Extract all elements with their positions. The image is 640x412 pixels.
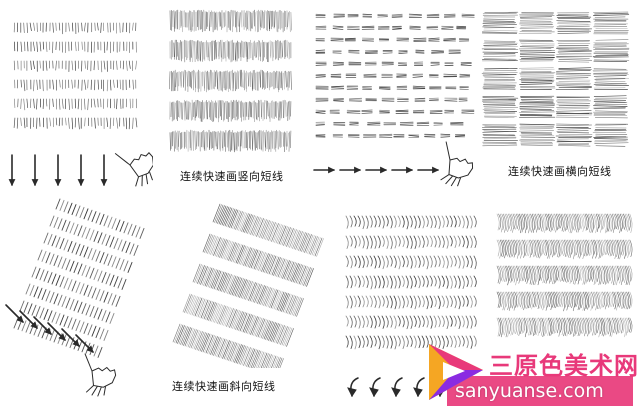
vertical-strokes-sample-dense bbox=[168, 8, 296, 160]
caption-vertical-strokes: 连续快速画竖向短线 bbox=[180, 168, 284, 184]
curved-dense-bands-drawing bbox=[495, 210, 635, 350]
horizontal-dense-bands-drawing bbox=[480, 8, 632, 160]
diagonal-strokes-sample-dense bbox=[170, 198, 330, 368]
vertical-dense-bands-drawing bbox=[168, 8, 296, 160]
diagonal-strokes-drawing bbox=[0, 193, 170, 408]
curved-strokes-sample-dense bbox=[495, 210, 635, 350]
diagonal-strokes-sample-sparse bbox=[0, 193, 170, 408]
watermark-site-url: sanyuanse.com bbox=[455, 380, 604, 402]
watermark-logo: 三原色美术网 sanyuanse.com bbox=[425, 340, 635, 408]
horizontal-strokes-sample-dense bbox=[480, 8, 632, 160]
watermark-site-name: 三原色美术网 bbox=[489, 346, 639, 381]
caption-horizontal-strokes: 连续快速画横向短线 bbox=[508, 163, 612, 179]
vertical-strokes-sample-sparse bbox=[8, 15, 153, 195]
diagonal-dense-bands-drawing bbox=[170, 198, 330, 368]
caption-diagonal-strokes: 连续快速画斜向短线 bbox=[172, 378, 276, 394]
horizontal-strokes-drawing bbox=[312, 8, 482, 188]
horizontal-strokes-sample-sparse bbox=[312, 8, 482, 188]
vertical-strokes-drawing bbox=[8, 15, 153, 195]
